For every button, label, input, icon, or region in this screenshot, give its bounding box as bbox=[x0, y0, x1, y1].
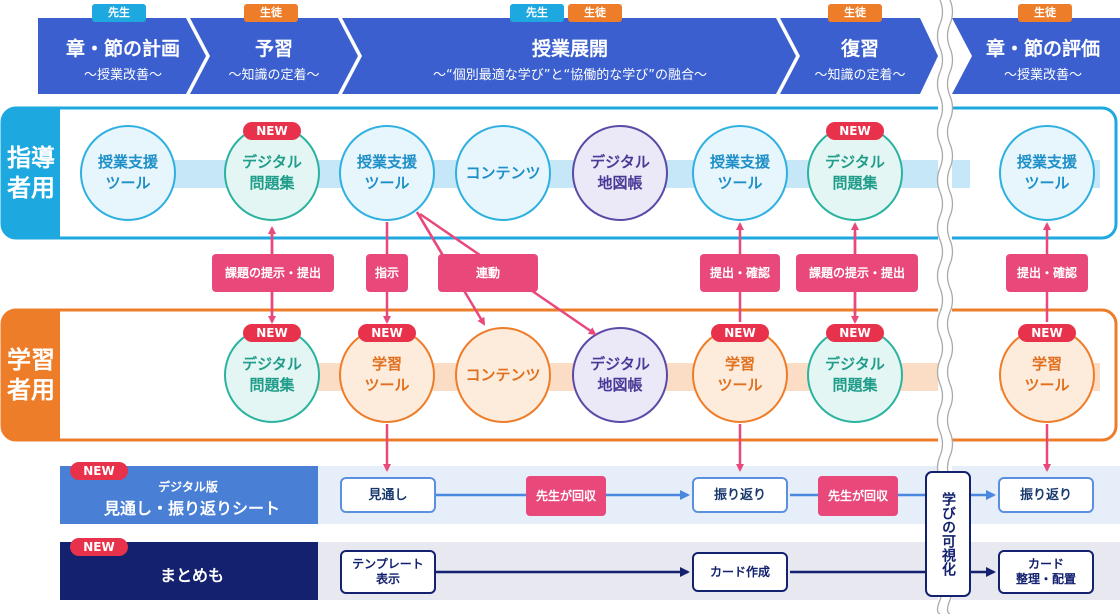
stage-title: 予習 bbox=[254, 38, 293, 60]
new-badge: NEW bbox=[358, 324, 416, 342]
connector-label-submit-check: 提出・確認 bbox=[700, 254, 780, 292]
connector-label-assign-submit: 課題の提示・提出 bbox=[796, 254, 918, 292]
sheet-row-subtitle: デジタル版 bbox=[158, 480, 218, 494]
role-tag-student: 生徒 bbox=[244, 4, 298, 22]
student-lane-label-bg bbox=[2, 310, 60, 440]
sheet-step-reflection[interactable]: 振り返り bbox=[998, 477, 1094, 513]
new-badge: NEW bbox=[711, 324, 769, 342]
sheet-step-outlook[interactable]: 見通し bbox=[340, 477, 436, 513]
stage-prep-chevron bbox=[190, 18, 358, 94]
connector-label-instruct: 指示 bbox=[366, 254, 408, 292]
new-badge: NEW bbox=[70, 462, 128, 480]
connector-label-submit-check: 提出・確認 bbox=[1006, 254, 1088, 292]
student-node-digital-workbook[interactable]: デジタル 問題集 bbox=[242, 355, 302, 394]
stage-subtitle: ～知識の定着～ bbox=[814, 68, 906, 83]
summary-step-template[interactable]: テンプレート 表示 bbox=[340, 550, 436, 594]
summary-row-title: まとめも bbox=[159, 566, 224, 585]
stage-lesson-chevron bbox=[342, 18, 796, 94]
student-circles bbox=[224, 327, 1095, 423]
new-badge: NEW bbox=[1018, 324, 1076, 342]
collect-label: 先生が回収 bbox=[818, 476, 898, 516]
teacher-lane-label: 指導 者用 bbox=[7, 144, 55, 202]
teacher-node-digital-workbook[interactable]: デジタル 問題集 bbox=[242, 153, 302, 192]
student-node-learning-tool[interactable]: 学習 ツール bbox=[717, 355, 763, 394]
visualize-box-shape bbox=[925, 471, 971, 597]
sheet-step-reflection[interactable]: 振り返り bbox=[692, 477, 788, 513]
student-lane-label: 学習 者用 bbox=[7, 346, 55, 404]
stage-subtitle: ～授業改善～ bbox=[1003, 68, 1082, 83]
stage-title: 復習 bbox=[840, 38, 879, 60]
role-tag-student: 生徒 bbox=[1018, 4, 1072, 22]
teacher-circles bbox=[80, 125, 1095, 221]
stage-title: 章・節の評価 bbox=[985, 38, 1100, 60]
teacher-node-support-tool[interactable]: 授業支援 ツール bbox=[709, 153, 770, 192]
summary-step-card-create[interactable]: カード作成 bbox=[692, 552, 788, 592]
role-tag-student: 生徒 bbox=[828, 4, 882, 22]
teacher-node-support-tool[interactable]: 授業支援 ツール bbox=[1016, 153, 1077, 192]
connector-label-assign-submit: 課題の提示・提出 bbox=[212, 254, 334, 292]
student-node-learning-tool[interactable]: 学習 ツール bbox=[1024, 355, 1070, 394]
visualize-label: 学びの可視化 bbox=[940, 492, 956, 576]
summary-step-card-arrange[interactable]: カード 整理・配置 bbox=[998, 550, 1094, 594]
stage-review-chevron bbox=[780, 18, 938, 94]
stage-subtitle: ～“個別最適な学び”と“協働的な学び”の融合～ bbox=[433, 68, 707, 83]
stage-subtitle: ～授業改善～ bbox=[83, 68, 162, 83]
sheet-row-title: 見通し・振り返りシート bbox=[103, 499, 280, 518]
teacher-node-support-tool[interactable]: 授業支援 ツール bbox=[356, 153, 417, 192]
role-tag-teacher: 先生 bbox=[92, 4, 146, 22]
teacher-lane-label-bg bbox=[2, 108, 60, 238]
role-tag-student: 生徒 bbox=[568, 4, 622, 22]
stage-title: 授業展開 bbox=[531, 38, 608, 60]
teacher-node-support-tool[interactable]: 授業支援 ツール bbox=[97, 153, 158, 192]
student-node-learning-tool[interactable]: 学習 ツール bbox=[364, 355, 410, 394]
teacher-node-contents[interactable]: コンテンツ bbox=[465, 164, 541, 182]
role-tag-teacher: 先生 bbox=[510, 4, 564, 22]
new-badge: NEW bbox=[243, 324, 301, 342]
student-node-digital-atlas[interactable]: デジタル 地図帳 bbox=[590, 355, 650, 394]
stage-plan-chevron bbox=[38, 18, 206, 94]
collect-label: 先生が回収 bbox=[526, 476, 606, 516]
new-badge: NEW bbox=[70, 538, 128, 556]
student-node-digital-workbook[interactable]: デジタル 問題集 bbox=[825, 355, 885, 394]
new-badge: NEW bbox=[826, 122, 884, 140]
teacher-node-digital-workbook[interactable]: デジタル 問題集 bbox=[825, 153, 885, 192]
connector-label-link: 連動 bbox=[438, 254, 538, 292]
header-chevrons bbox=[38, 18, 1120, 94]
stage-subtitle: ～知識の定着～ bbox=[228, 68, 320, 83]
student-node-contents[interactable]: コンテンツ bbox=[465, 366, 541, 384]
new-badge: NEW bbox=[243, 122, 301, 140]
stage-eval-chevron bbox=[952, 18, 1120, 94]
new-badge: NEW bbox=[826, 324, 884, 342]
teacher-node-digital-atlas[interactable]: デジタル 地図帳 bbox=[590, 153, 650, 192]
stage-title: 章・節の計画 bbox=[65, 38, 180, 60]
